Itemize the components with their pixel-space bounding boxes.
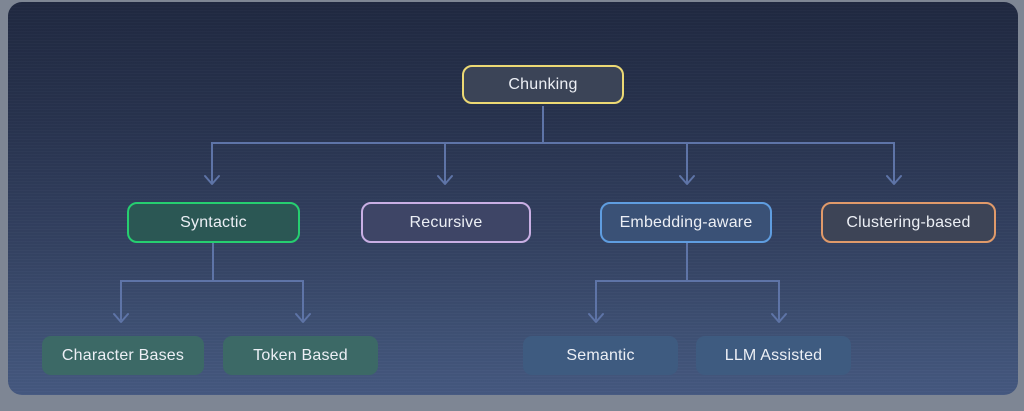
node-label: Clustering-based [846,213,971,231]
node-label: Recursive [409,213,483,231]
node-label: Token Based [253,346,348,364]
diagram-canvas: Chunking Syntactic Recursive Embedding-a… [8,2,1018,395]
connector-embedding-children [588,243,787,323]
arrowhead-recursive-icon [437,175,453,185]
node-token-based: Token Based [223,336,378,375]
edge-level1-rail [211,142,895,183]
connector-syntactic-children [113,243,311,323]
arrowhead-semantic-icon [588,313,604,323]
syntactic-arrowheads [113,313,311,323]
arrowhead-character-icon [113,313,129,323]
node-label: Chunking [508,75,578,93]
node-label: Embedding-aware [619,213,753,231]
node-label: Semantic [566,346,635,364]
edge-embedding-rail [595,280,780,320]
arrowhead-clustering-icon [886,175,902,185]
node-label: Syntactic [180,213,247,231]
arrowhead-embedding-icon [679,175,695,185]
node-label: Character Bases [61,346,185,364]
arrowhead-token-icon [295,313,311,323]
arrowhead-syntactic-icon [204,175,220,185]
node-syntactic: Syntactic [127,202,300,243]
node-character-bases: Character Bases [42,336,204,375]
edge-syntactic-rail [120,280,304,320]
connector-level1 [204,106,902,185]
arrowhead-llm-icon [771,313,787,323]
node-recursive: Recursive [361,202,531,243]
node-semantic: Semantic [523,336,678,375]
node-llm-assisted: LLM Assisted [696,336,851,375]
node-chunking: Chunking [462,65,624,104]
node-label: LLM Assisted [724,346,823,364]
level1-arrowheads [204,175,902,185]
embedding-arrowheads [588,313,787,323]
node-clustering-based: Clustering-based [821,202,996,243]
node-embedding-aware: Embedding-aware [600,202,772,243]
